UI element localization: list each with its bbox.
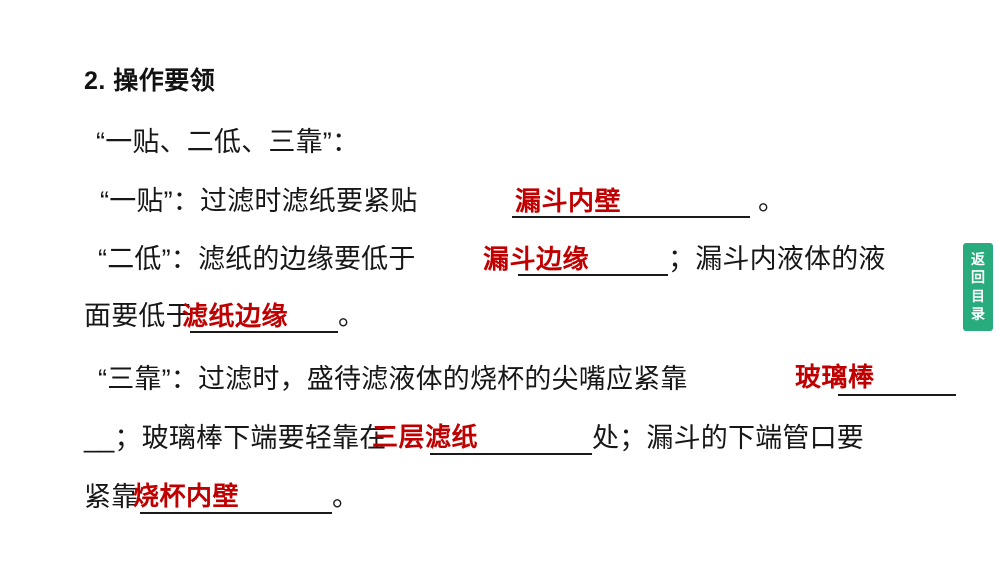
- text-line-mianyaodiyu-tail: 。: [338, 301, 366, 331]
- answer-5: 三层滤纸: [372, 422, 479, 452]
- text-line-bolibang-tail: 处；漏斗的下端管口要: [592, 423, 864, 453]
- blank-underline-3[interactable]: [190, 331, 338, 333]
- text-line-yitie-tail: 。: [758, 186, 786, 216]
- text-line-mianyaodiyu: 面要低于: [84, 301, 193, 331]
- blank-underline-4[interactable]: [838, 394, 956, 396]
- side-tab-char-3: 目: [971, 287, 985, 304]
- text-line-jinkao-tail: 。: [332, 482, 360, 512]
- answer-4: 玻璃棒: [795, 362, 875, 392]
- answer-2: 漏斗边缘: [483, 244, 590, 274]
- text-line-sankao: “三靠”：过滤时，盛待滤液体的烧杯的尖嘴应紧靠: [98, 364, 688, 394]
- side-tab-char-4: 录: [971, 306, 985, 322]
- answer-1: 漏斗内壁: [515, 186, 622, 216]
- text-line-erdi: “二低”：滤纸的边缘要低于: [98, 244, 416, 274]
- blank-underline-2[interactable]: [518, 274, 668, 276]
- side-tab-char-1: 返: [971, 250, 985, 267]
- text-line-jinkao: 紧靠: [84, 482, 139, 512]
- text-line-yitie: “一贴”：过滤时滤纸要紧贴: [100, 186, 418, 216]
- text-line-erdi-tail: ；漏斗内液体的液: [668, 244, 886, 274]
- answer-6: 烧杯内壁: [133, 481, 240, 511]
- blank-underline-5[interactable]: [430, 453, 592, 455]
- page-title: 2. 操作要领: [84, 67, 216, 95]
- answer-3: 滤纸边缘: [182, 301, 289, 331]
- return-to-contents-button[interactable]: 返 回 目 录: [963, 243, 993, 331]
- side-tab-char-2: 回: [971, 269, 985, 285]
- text-line-bolibang: __；玻璃棒下端要轻靠在: [84, 423, 387, 453]
- text-line-intro: “一贴、二低、三靠”：: [96, 127, 360, 157]
- blank-underline-1[interactable]: [512, 216, 750, 218]
- blank-underline-6[interactable]: [140, 512, 332, 514]
